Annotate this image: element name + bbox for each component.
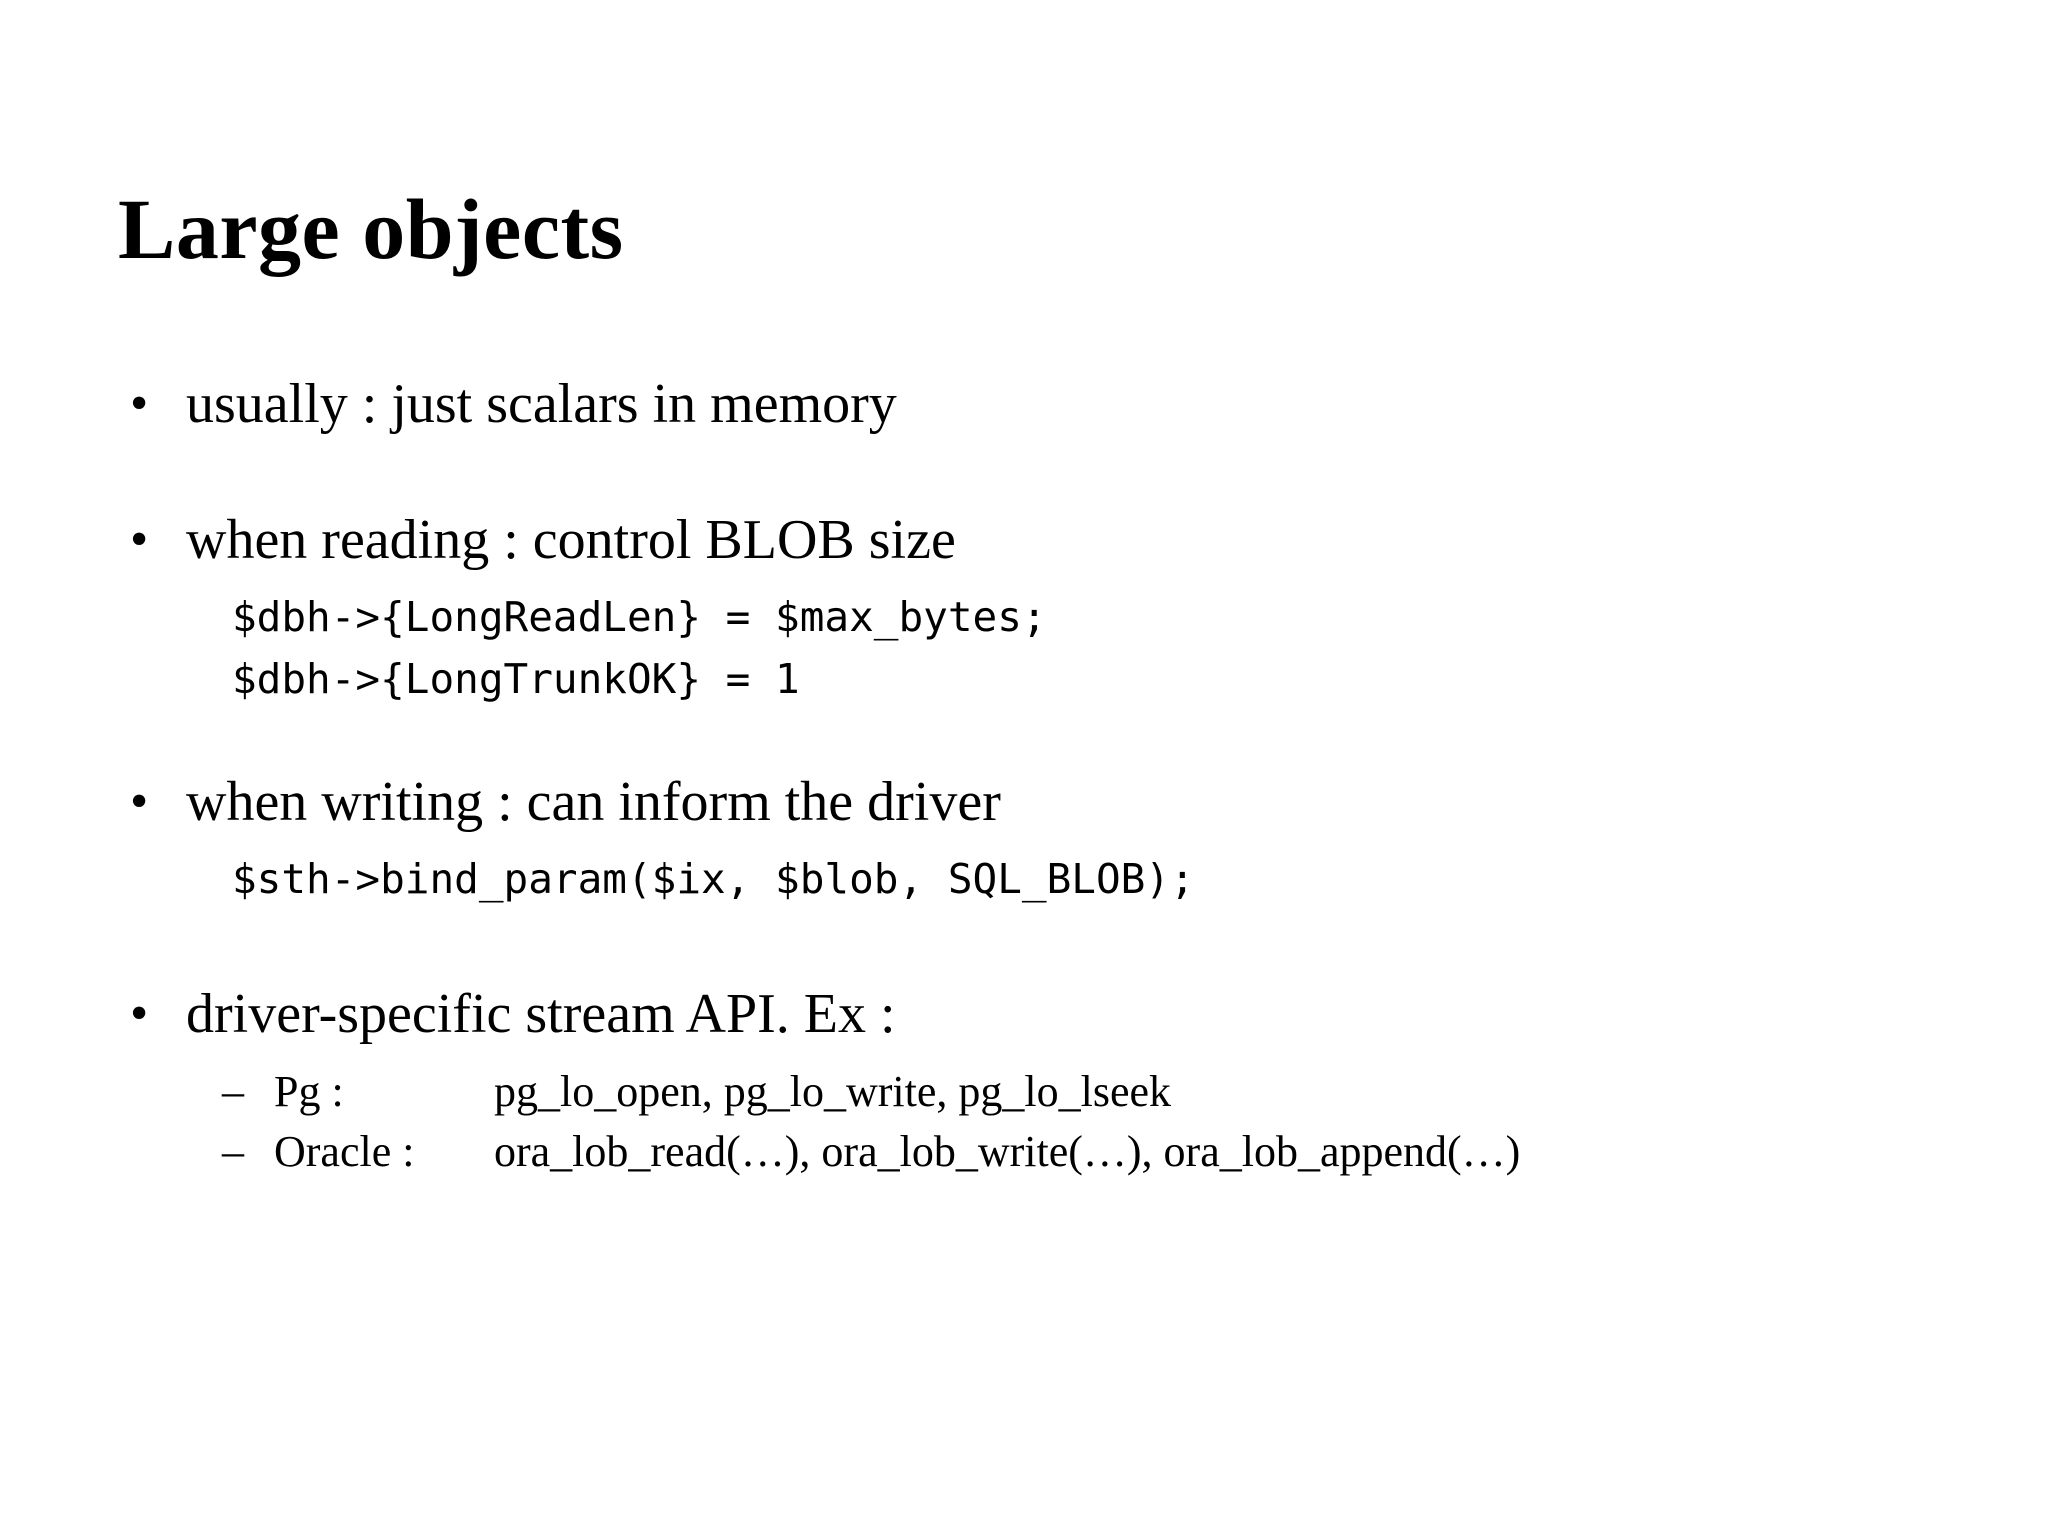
code-block: $sth->bind_param($ix, $blob, SQL_BLOB);	[0, 848, 2048, 910]
bullet-point-icon: •	[130, 773, 149, 830]
code-line: $sth->bind_param($ix, $blob, SQL_BLOB);	[232, 855, 1195, 903]
sub-bullet-value: pg_lo_open, pg_lo_write, pg_lo_lseek	[494, 1067, 1172, 1116]
code-block: $dbh->{LongReadLen} = $max_bytes; $dbh->…	[0, 586, 2048, 710]
bullet-point-icon: •	[130, 985, 149, 1042]
bullet-point-icon: •	[130, 375, 149, 432]
bullet-group-1: • usually : just scalars in memory	[0, 372, 2048, 436]
bullet-point-icon: •	[130, 511, 149, 568]
sub-bullet-item-pg: – Pg : pg_lo_open, pg_lo_write, pg_lo_ls…	[222, 1062, 2048, 1122]
bullet-group-2: • when reading : control BLOB size $dbh-…	[0, 508, 2048, 710]
sub-bullet-item-oracle: – Oracle : ora_lob_read(…), ora_lob_writ…	[222, 1122, 2048, 1182]
code-line: $dbh->{LongReadLen} = $max_bytes;	[232, 593, 1047, 641]
bullet-group-4: • driver-specific stream API. Ex : – Pg …	[0, 982, 2048, 1182]
bullet-text: driver-specific stream API. Ex :	[186, 983, 896, 1045]
slide-title: Large objects	[118, 180, 624, 277]
bullet-text: when writing : can inform the driver	[186, 771, 1001, 833]
bullet-text: usually : just scalars in memory	[186, 373, 897, 435]
dash-icon: –	[222, 1067, 244, 1116]
spacer	[0, 436, 2048, 508]
bullet-item: • usually : just scalars in memory	[0, 372, 2048, 436]
spacer	[0, 710, 2048, 770]
sub-bullet-list: – Pg : pg_lo_open, pg_lo_write, pg_lo_ls…	[0, 1062, 2048, 1182]
dash-icon: –	[222, 1127, 244, 1176]
bullet-item: • driver-specific stream API. Ex :	[0, 982, 2048, 1046]
bullet-item: • when reading : control BLOB size	[0, 508, 2048, 572]
sub-bullet-value: ora_lob_read(…), ora_lob_write(…), ora_l…	[494, 1127, 1521, 1176]
spacer	[0, 910, 2048, 982]
code-line: $dbh->{LongTrunkOK} = 1	[232, 655, 800, 703]
bullet-text: when reading : control BLOB size	[186, 509, 956, 571]
bullet-group-3: • when writing : can inform the driver $…	[0, 770, 2048, 910]
sub-bullet-label: Oracle :	[274, 1127, 415, 1176]
sub-bullet-label: Pg :	[274, 1067, 344, 1116]
bullet-item: • when writing : can inform the driver	[0, 770, 2048, 834]
slide-body: • usually : just scalars in memory • whe…	[0, 372, 2048, 1182]
